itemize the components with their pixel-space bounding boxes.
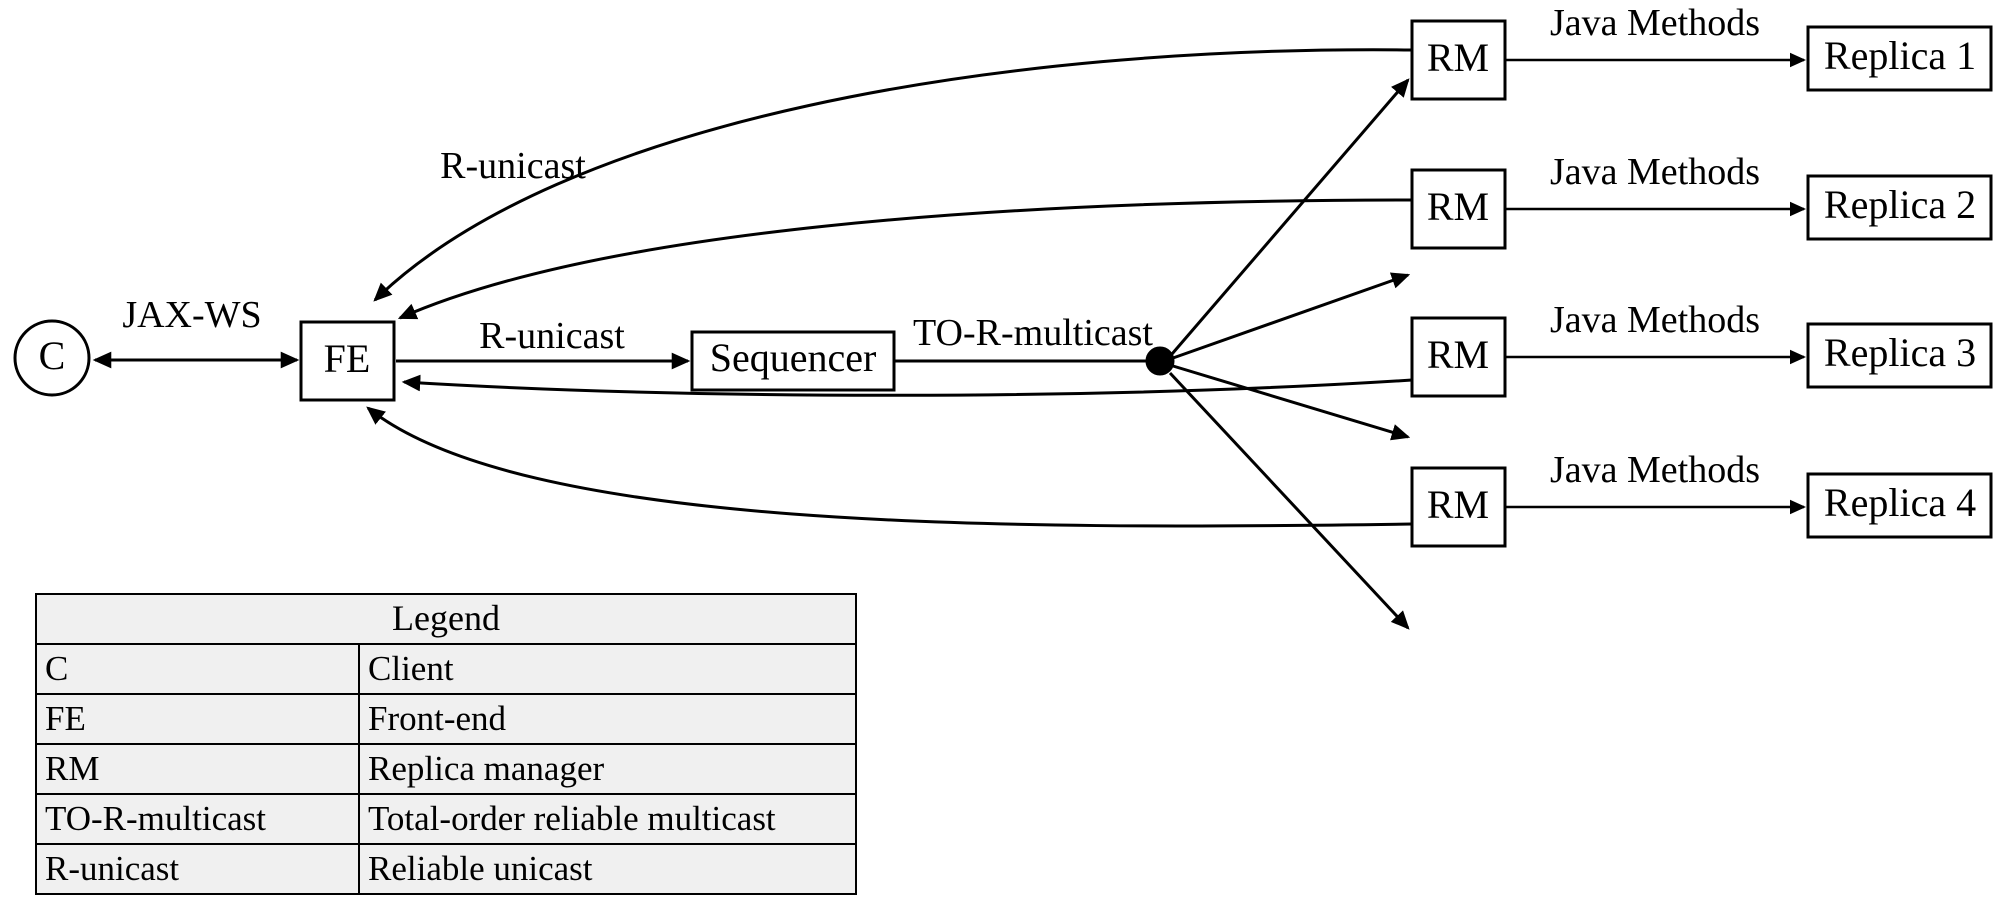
edge-label-java-methods-1: Java Methods	[1550, 2, 1760, 44]
node-replica-manager-1-label: RM	[1427, 35, 1489, 80]
edge-label-r-unicast-fe-seq: R-unicast	[479, 315, 625, 357]
edge-junction-rm-4	[1168, 371, 1410, 630]
legend-abbr-rm: RM	[35, 743, 360, 795]
legend-abbr-r-unicast: R-unicast	[35, 843, 360, 895]
node-replica-1-label: Replica 1	[1824, 33, 1976, 78]
legend-meaning-fe: Front-end	[358, 693, 857, 745]
legend-meaning-c: Client	[358, 643, 857, 695]
node-replica-4-label: Replica 4	[1824, 480, 1976, 525]
node-replica-1[interactable]	[1806, 25, 1993, 92]
legend-abbr-to-r-multicast: TO-R-multicast	[35, 793, 360, 845]
node-sequencer-label: Sequencer	[710, 335, 877, 380]
edge-label-java-methods-2: Java Methods	[1550, 151, 1760, 193]
legend-row: C Client	[35, 643, 857, 695]
legend-row: RM Replica manager	[35, 743, 857, 795]
edge-label-r-unicast-replies: R-unicast	[440, 145, 586, 187]
multicast-junction-dot	[1145, 346, 1175, 376]
node-front-end[interactable]	[299, 320, 396, 402]
node-replica-manager-4-label: RM	[1427, 482, 1489, 527]
legend-row: TO-R-multicast Total-order reliable mult…	[35, 793, 857, 845]
edge-junction-rm-2	[1172, 272, 1411, 360]
node-sequencer[interactable]	[690, 330, 896, 392]
legend-meaning-rm: Replica manager	[358, 743, 857, 795]
edge-label-java-methods-4: Java Methods	[1550, 449, 1760, 491]
legend-abbr-c: C	[35, 643, 360, 695]
node-replica-3[interactable]	[1806, 322, 1993, 389]
node-replica-manager-4[interactable]	[1410, 466, 1507, 548]
edge-junction-rm-3	[1172, 364, 1411, 441]
node-replica-2[interactable]	[1806, 174, 1993, 241]
edge-rm4-frontend-reply	[366, 406, 1413, 528]
node-replica-2-label: Replica 2	[1824, 182, 1976, 227]
legend-row: FE Front-end	[35, 693, 857, 745]
node-replica-3-label: Replica 3	[1824, 330, 1976, 375]
node-front-end-label: FE	[324, 336, 371, 381]
node-replica-4[interactable]	[1806, 472, 1993, 539]
legend-meaning-r-unicast: Reliable unicast	[358, 843, 857, 895]
edge-label-java-methods-3: Java Methods	[1550, 299, 1760, 341]
node-client-label: C	[39, 333, 66, 378]
legend-title: Legend	[35, 593, 857, 645]
node-client[interactable]	[13, 319, 91, 397]
edge-label-to-r-multicast: TO-R-multicast	[913, 312, 1153, 354]
node-replica-manager-3-label: RM	[1427, 332, 1489, 377]
node-replica-manager-1[interactable]	[1410, 19, 1507, 101]
node-replica-manager-3[interactable]	[1410, 316, 1507, 398]
edge-rm3-frontend-reply	[401, 374, 1413, 397]
legend-abbr-fe: FE	[35, 693, 360, 745]
edge-rm2-frontend-reply	[397, 198, 1413, 320]
node-replica-manager-2[interactable]	[1410, 168, 1507, 250]
edge-label-jax-ws: JAX-WS	[122, 294, 261, 336]
legend-table: Legend C Client FE Front-end RM Replica …	[35, 593, 857, 895]
legend-row: R-unicast Reliable unicast	[35, 843, 857, 895]
legend-meaning-to-r-multicast: Total-order reliable multicast	[358, 793, 857, 845]
edge-rm1-frontend-reply	[373, 48, 1413, 302]
legend-header-row: Legend	[35, 593, 857, 645]
node-replica-manager-2-label: RM	[1427, 184, 1489, 229]
edge-junction-rm-1	[1170, 78, 1410, 355]
